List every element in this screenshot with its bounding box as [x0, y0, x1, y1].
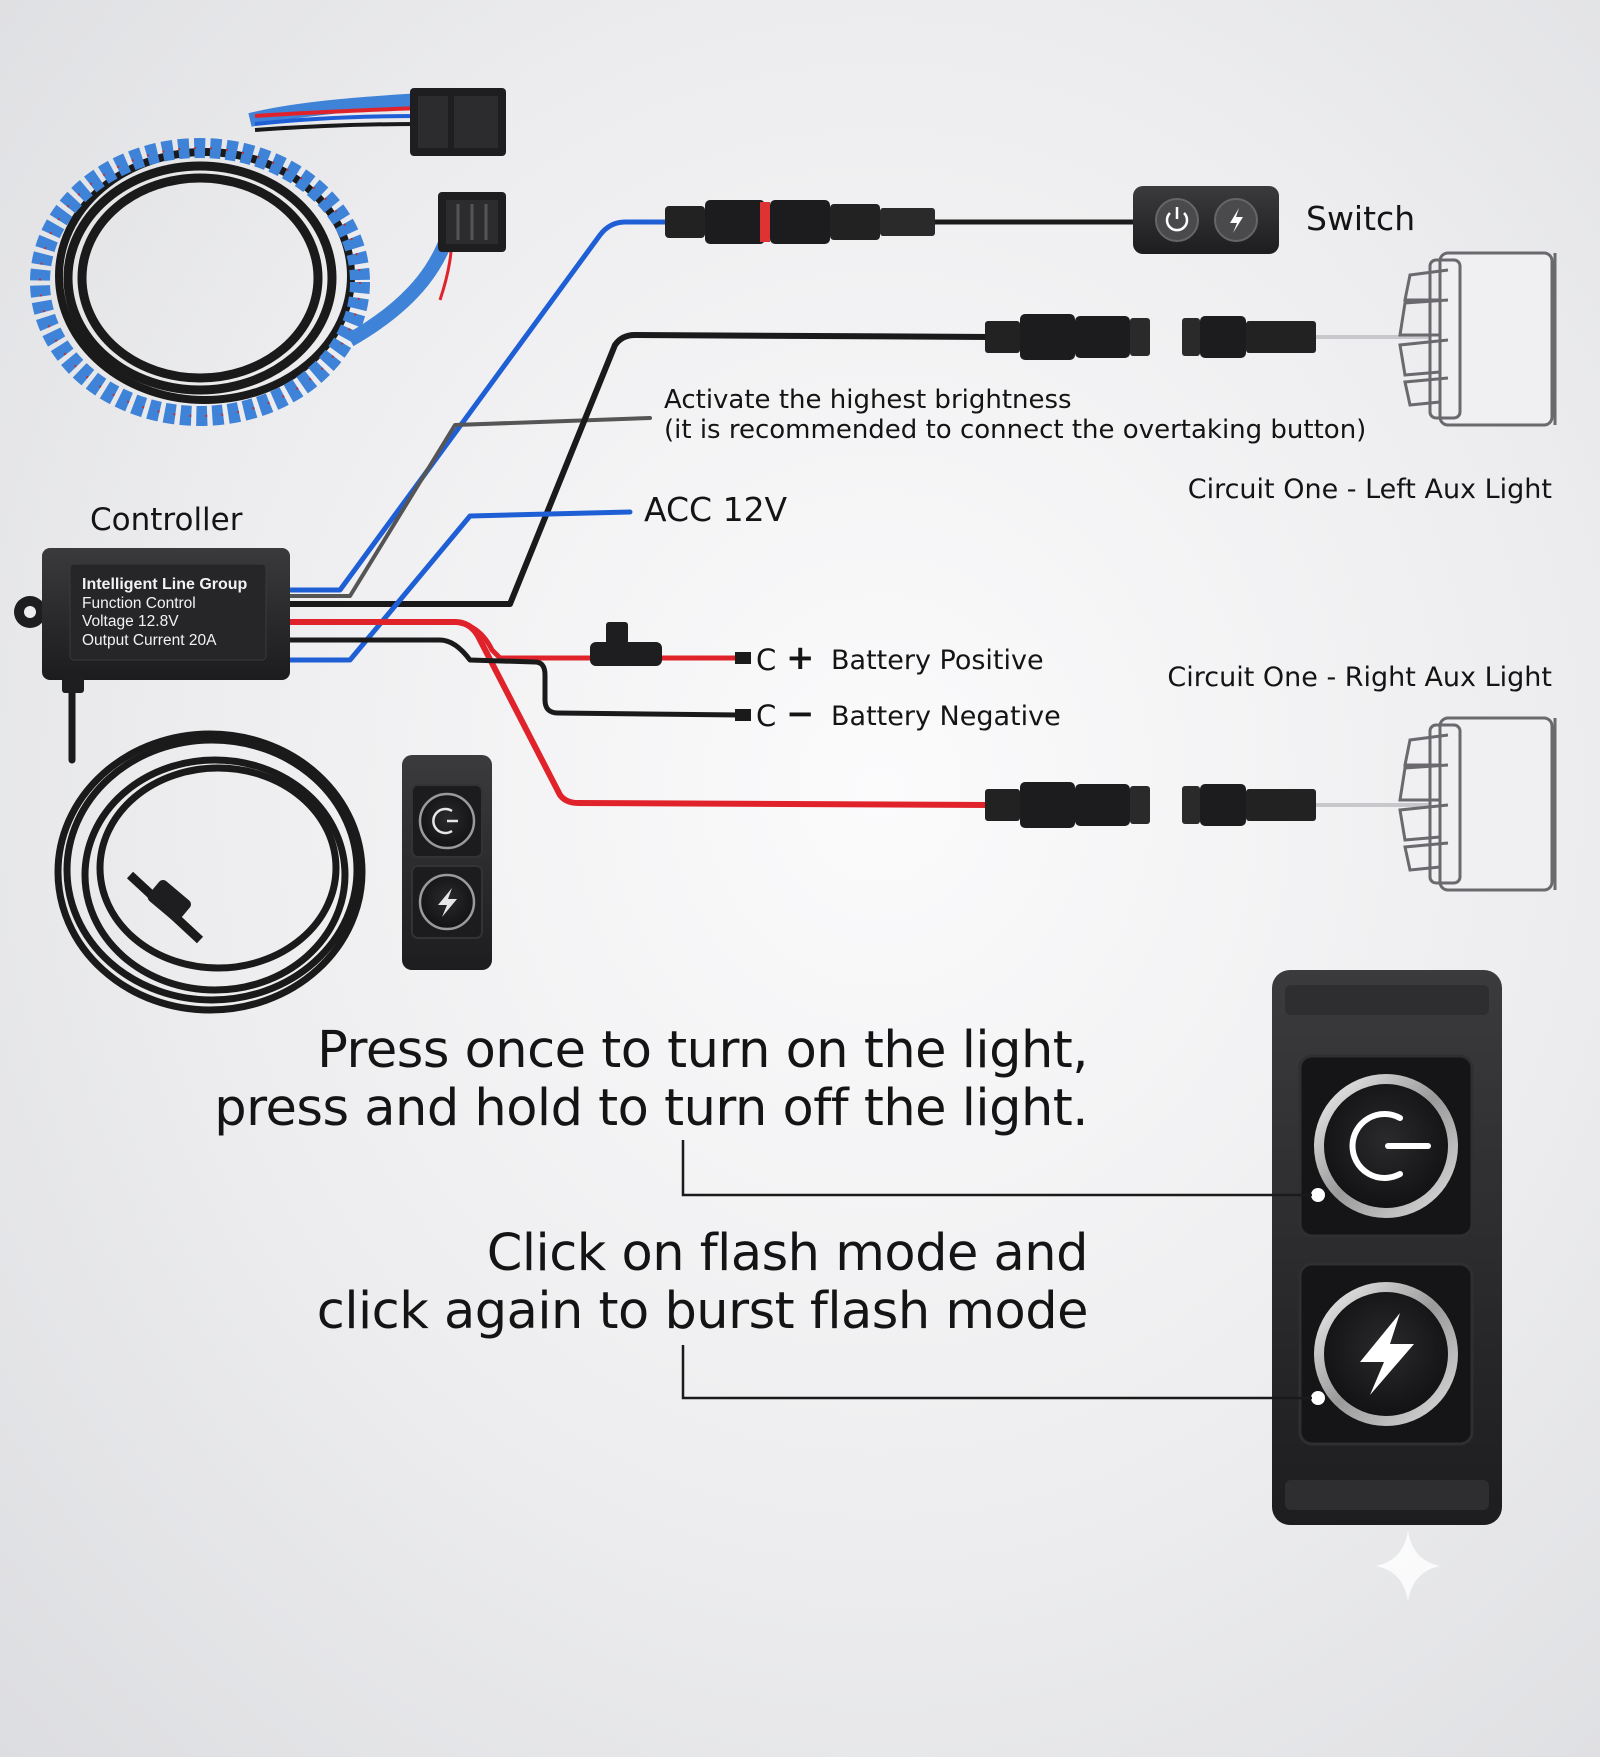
led-light-icon [1398, 716, 1557, 892]
battery-negative-sign: − [786, 694, 815, 734]
lightning-icon [438, 888, 457, 917]
left-aux-label: Circuit One - Left Aux Light [1187, 474, 1552, 505]
wire-blue-acc [287, 509, 633, 663]
activate-label-line1: Activate the highest brightness [664, 385, 1072, 415]
wire-black-left-aux [287, 332, 993, 607]
led-light-icon [1398, 251, 1557, 427]
wires [68, 219, 993, 808]
wire-gray-activate [288, 416, 652, 598]
right-aux-label: Circuit One - Right Aux Light [1167, 662, 1552, 693]
large-switch-pad [1272, 970, 1502, 1525]
wire-red-battery [452, 619, 603, 661]
battery-positive-terminal: C [756, 643, 777, 677]
power-icon [1349, 1111, 1431, 1181]
controller-label: Controller [90, 502, 243, 538]
coiled-harness [30, 88, 506, 426]
battery-positive-label: Battery Positive [831, 645, 1044, 676]
activate-label-line2: (it is recommended to connect the overta… [664, 415, 1367, 445]
battery-negative-terminal: C [756, 699, 777, 733]
left-aux-connector [985, 314, 1430, 360]
switch-connector [665, 186, 1279, 254]
power-instruction-line2: press and hold to turn off the light. [214, 1079, 1088, 1138]
controller-line-3: Voltage 12.8V [82, 613, 179, 630]
coiled-switch-cable [54, 730, 366, 1014]
flash-instruction-line1: Click on flash mode and [486, 1224, 1089, 1283]
controller-box [14, 548, 290, 693]
controller-line-4: Output Current 20A [82, 631, 217, 649]
battery-negative-label: Battery Negative [831, 701, 1061, 732]
battery-positive-sign: + [786, 638, 815, 678]
lightning-icon [1230, 208, 1243, 233]
controller-box-text: Intelligent Line Group Function Control … [82, 576, 247, 650]
power-icon [1165, 207, 1189, 232]
flash-instruction-line2: click again to burst flash mode [316, 1282, 1089, 1341]
sparkle-icon [1376, 1530, 1440, 1602]
callout-lines [681, 1140, 1312, 1400]
battery-terminals [735, 652, 751, 721]
wire-blue-switch [287, 219, 673, 593]
acc-label: ACC 12V [644, 490, 788, 529]
switch-label: Switch [1306, 199, 1416, 238]
wire-black-battery [287, 637, 743, 718]
flash-instruction: Click on flash mode and click again to b… [316, 1224, 1089, 1341]
inline-fuse [590, 622, 662, 666]
controller-line-2: Function Control [82, 594, 196, 612]
power-icon [432, 807, 458, 835]
power-instruction: Press once to turn on the light, press a… [214, 1022, 1088, 1138]
lightning-icon [1360, 1313, 1414, 1395]
small-switch-pad [402, 755, 492, 970]
controller-line-1: Intelligent Line Group [82, 576, 248, 593]
power-instruction-line1: Press once to turn on the light, [317, 1021, 1088, 1080]
right-aux-connector [985, 782, 1430, 828]
